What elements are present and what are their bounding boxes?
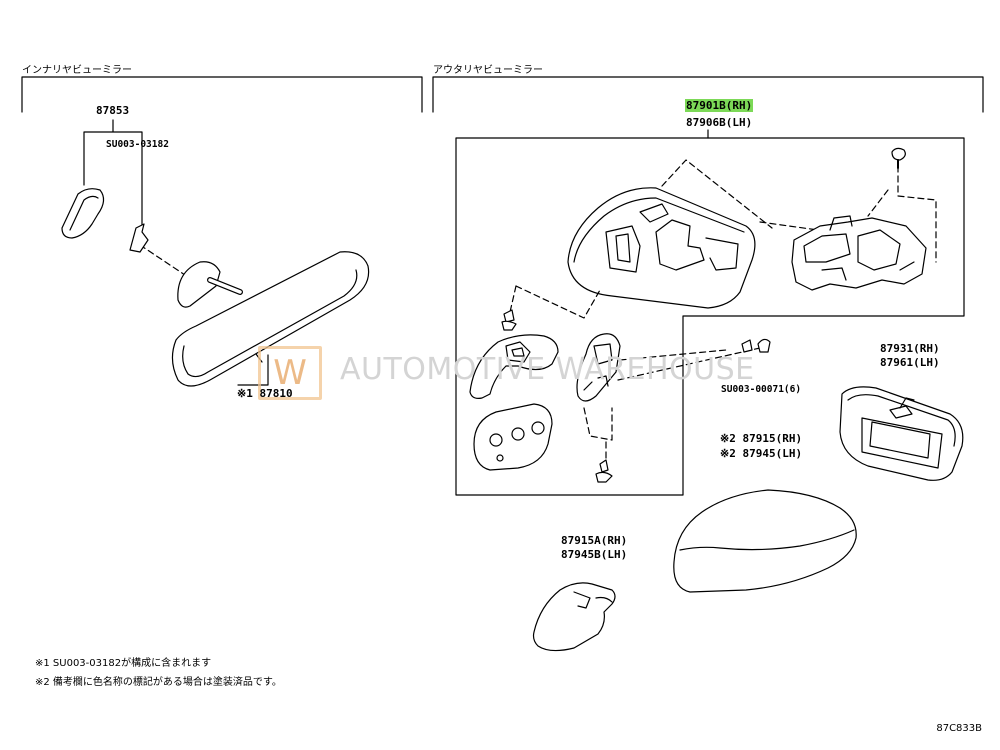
bracket-leaders: [583, 347, 761, 465]
part-su003-00071-label[interactable]: SU003-00071(6): [721, 384, 802, 395]
part-su003-03182-label[interactable]: SU003-03182: [106, 139, 169, 150]
outer-assembly-frame: [455, 129, 965, 496]
inner-rearview-mirror-part: [171, 251, 370, 387]
part-87901b-highlight: 87901B(RH): [685, 99, 754, 112]
footnote-2: ※2 備考欄に色名称の標記がある場合は塗装済品です。: [35, 677, 282, 688]
housing-leaders: [509, 159, 937, 319]
screw-set-part: [741, 338, 771, 353]
base-gasket-part: [473, 403, 553, 471]
part-87906b-label[interactable]: 87906B(LH): [686, 116, 753, 129]
mirror-cover-part: [61, 188, 105, 239]
part-87901b-label[interactable]: 87901B(RH): [685, 99, 754, 112]
outer-mirror-housing-part: [567, 187, 756, 309]
mirror-glass-part: [839, 386, 964, 481]
bolt-top-part: [891, 147, 906, 169]
footnote-1: ※1 SU003-03182が構成に含まれます: [35, 658, 212, 669]
part-87961-label[interactable]: 87961(LH): [880, 356, 940, 369]
part-87853-label[interactable]: 87853: [96, 104, 130, 117]
screw-bottom-part: [595, 459, 613, 483]
base-bracket-part: [576, 333, 621, 402]
base-cover-part: [469, 334, 559, 399]
part-87915a-label[interactable]: 87915A(RH): [561, 534, 628, 547]
base-lower-cover-part: [532, 582, 616, 652]
inner-section-bracket: [21, 76, 423, 113]
mirror-actuator-part: [791, 215, 927, 291]
part-87945b-label[interactable]: 87945B(LH): [561, 548, 628, 561]
clip-part: [129, 223, 149, 253]
section-outer-title: アウタリヤビューミラー: [433, 65, 543, 76]
outer-section-bracket: [432, 76, 984, 113]
part-87931-label[interactable]: 87931(RH): [880, 342, 940, 355]
diagram-code: 87C833B: [936, 723, 982, 734]
part-87915-label[interactable]: ※2 87915(RH): [720, 432, 803, 445]
mirror-outer-cover-part: [673, 489, 857, 593]
section-inner-title: インナリヤビューミラー: [22, 65, 132, 76]
watermark-text: AUTOMOTIVE WAREHOUSE: [340, 352, 755, 387]
part-87810-label[interactable]: ※1 87810: [237, 387, 293, 400]
screw-left-part: [501, 309, 517, 331]
part-87945-label[interactable]: ※2 87945(LH): [720, 447, 803, 460]
watermark-logo: W: [258, 346, 322, 400]
inner-mirror-leaders: [83, 119, 269, 386]
